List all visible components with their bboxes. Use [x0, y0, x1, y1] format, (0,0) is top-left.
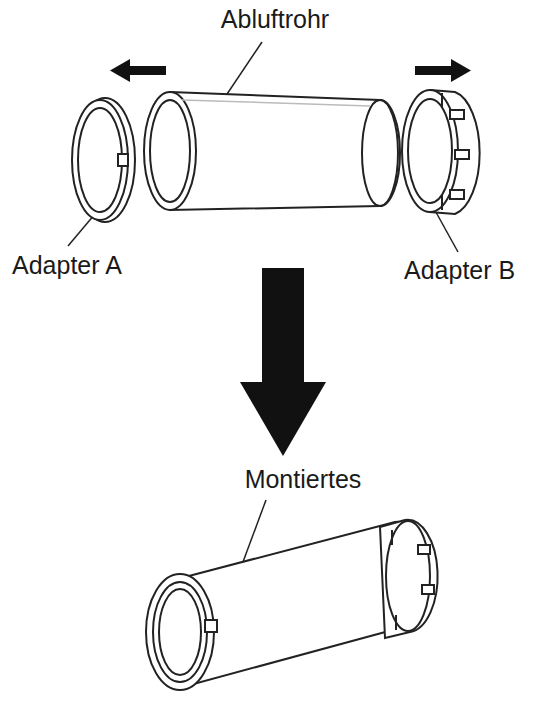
- assembly-arrow: [240, 268, 326, 456]
- part-label: Abluftrohr: [219, 6, 331, 33]
- assembled-pipe: [146, 520, 438, 690]
- part-label: Montiertes: [243, 466, 364, 493]
- adapter-b-ring: [402, 90, 480, 214]
- exhaust-pipe: [144, 92, 400, 210]
- part-label: Adapter A: [10, 252, 124, 279]
- part-label: Adapter B: [402, 257, 517, 284]
- direction-arrows: [110, 59, 471, 82]
- adapter-a-ring: [72, 98, 135, 222]
